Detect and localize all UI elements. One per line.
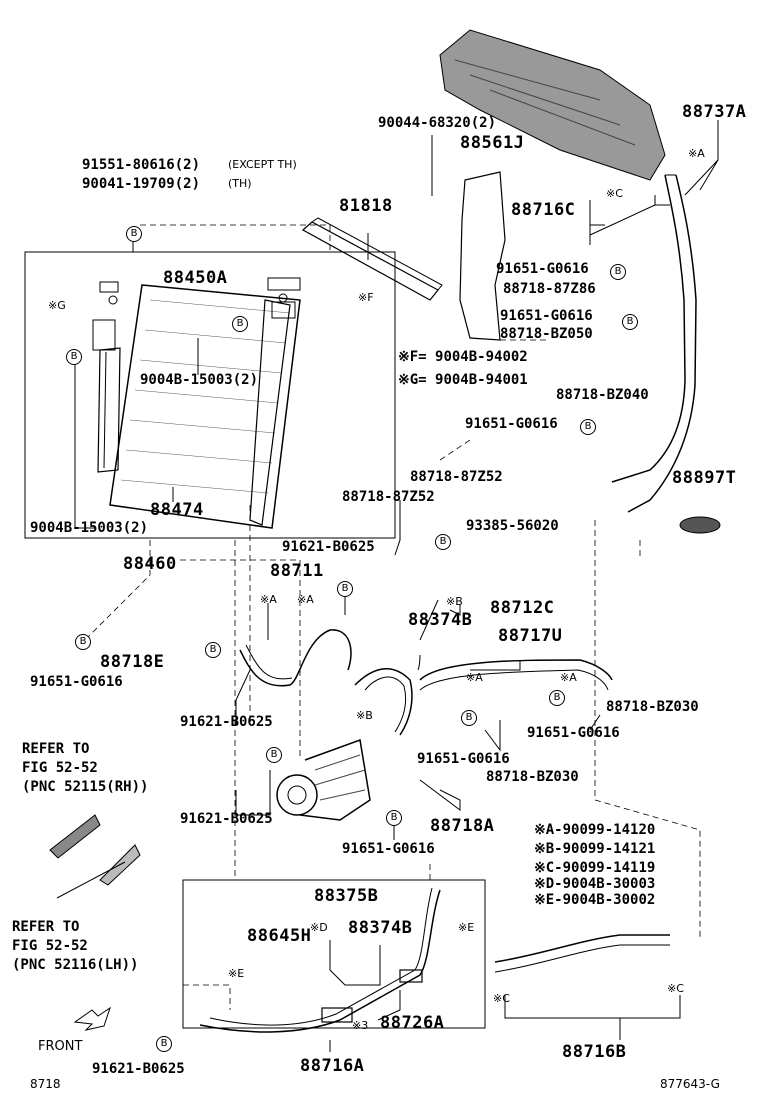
part-88718-BZ040: 88718-BZ040 xyxy=(556,387,649,403)
mark-A: ※A xyxy=(560,671,577,684)
part-91551-note: (EXCEPT TH) xyxy=(228,158,297,171)
tube-group-box xyxy=(182,879,486,1029)
part-93385-56020: 93385-56020 xyxy=(466,518,559,534)
part-91651-G0616-f: 91651-G0616 xyxy=(417,751,510,767)
def-E: ※E-9004B-30002 xyxy=(534,892,656,908)
part-88561J: 88561J xyxy=(460,133,525,153)
condenser-core xyxy=(109,284,301,529)
part-91651-G0616-a: 91651-G0616 xyxy=(496,261,589,277)
part-88718-87Z86: 88718-87Z86 xyxy=(503,281,596,297)
part-88717U: 88717U xyxy=(498,626,563,646)
mark-A: ※A xyxy=(466,671,483,684)
part-88716A: 88716A xyxy=(300,1056,365,1076)
part-88712C: 88712C xyxy=(490,598,555,618)
mark-B: ※B xyxy=(446,595,463,608)
circled-b-marker: B xyxy=(266,747,282,763)
circled-b-marker: B xyxy=(205,642,221,658)
mark-C: ※C xyxy=(493,992,510,1005)
part-91651-G0616-e: 91651-G0616 xyxy=(527,725,620,741)
part-88718-BZ050: 88718-BZ050 xyxy=(500,326,593,342)
def-A: ※A-90099-14120 xyxy=(534,822,656,838)
part-88374B-a: 88374B xyxy=(408,610,473,630)
refer-note-lh: REFER TO FIG 52-52 (PNC 52116(LH)) xyxy=(12,919,139,973)
circled-b-marker: B xyxy=(610,264,626,280)
part-90044-68320: 90044-68320(2) xyxy=(378,115,497,131)
part-9004B-15003-a: 9004B-15003(2) xyxy=(140,372,259,388)
part-91651-G0616-g: 91651-G0616 xyxy=(342,841,435,857)
part-81818: 81818 xyxy=(339,196,393,216)
def-B: ※B-90099-14121 xyxy=(534,841,656,857)
mark-C: ※C xyxy=(606,187,623,200)
part-88450A: 88450A xyxy=(163,268,228,288)
condenser-group-box xyxy=(24,251,396,539)
part-9004B-15003-b: 9004B-15003(2) xyxy=(30,520,149,536)
circled-b-marker: B xyxy=(435,534,451,550)
part-91651-G0616-d: 91651-G0616 xyxy=(30,674,123,690)
mark-E: ※E xyxy=(458,921,475,934)
part-91621-B0625-c: 91621-B0625 xyxy=(180,811,273,827)
part-88718A: 88718A xyxy=(430,816,495,836)
part-91621-B0625-d: 91621-B0625 xyxy=(92,1061,185,1077)
circled-b-marker: B xyxy=(75,634,91,650)
def-D: ※D-9004B-30003 xyxy=(534,876,656,892)
part-88716C: 88716C xyxy=(511,200,576,220)
figure-number: 8718 xyxy=(30,1077,61,1091)
part-88718-BZ030-a: 88718-BZ030 xyxy=(606,699,699,715)
circled-b-marker: B xyxy=(126,226,142,242)
circled-b-marker: B xyxy=(622,314,638,330)
front-label: FRONT xyxy=(38,1039,83,1054)
circled-b-marker: B xyxy=(156,1036,172,1052)
mark-3: ※3 xyxy=(352,1019,369,1032)
part-88718-BZ030-b: 88718-BZ030 xyxy=(486,769,579,785)
circled-b-marker: B xyxy=(386,810,402,826)
def-C: ※C-90099-14119 xyxy=(534,860,656,876)
part-88474: 88474 xyxy=(150,500,204,520)
part-88737A: 88737A xyxy=(682,102,747,122)
mark-G: ※G xyxy=(48,299,66,312)
circled-b-marker: B xyxy=(337,581,353,597)
part-90041-19709: 90041-19709(2) xyxy=(82,176,201,192)
part-88645H: 88645H xyxy=(247,926,312,946)
part-88718-87Z52-a: 88718-87Z52 xyxy=(410,469,503,485)
mark-D: ※D xyxy=(310,921,328,934)
circled-b-marker: B xyxy=(66,349,82,365)
part-90041-note: (TH) xyxy=(228,177,252,190)
part-88374B-b: 88374B xyxy=(348,918,413,938)
mark-E: ※E xyxy=(228,967,245,980)
circled-b-marker: B xyxy=(580,419,596,435)
part-88375B: 88375B xyxy=(314,886,379,906)
def-G: ※G= 9004B-94001 xyxy=(398,372,528,388)
circled-b-marker: B xyxy=(232,316,248,332)
figure-code: 877643-G xyxy=(660,1077,720,1091)
mark-C: ※C xyxy=(667,982,684,995)
part-88897T: 88897T xyxy=(672,468,737,488)
part-91551-80616: 91551-80616(2) xyxy=(82,157,201,173)
circled-b-marker: B xyxy=(549,690,565,706)
part-88711: 88711 xyxy=(270,561,324,581)
mark-F: ※F xyxy=(358,291,374,304)
part-88726A: 88726A xyxy=(380,1013,445,1033)
part-88460: 88460 xyxy=(123,554,177,574)
refer-note-rh: REFER TO FIG 52-52 (PNC 52115(RH)) xyxy=(22,741,149,795)
part-91621-B0625-a: 91621-B0625 xyxy=(282,539,375,555)
part-91621-B0625-b: 91621-B0625 xyxy=(180,714,273,730)
part-88716B: 88716B xyxy=(562,1042,627,1062)
mark-A: ※A xyxy=(260,593,277,606)
mark-B: ※B xyxy=(356,709,373,722)
part-88718-87Z52-b: 88718-87Z52 xyxy=(342,489,435,505)
part-91651-G0616-b: 91651-G0616 xyxy=(500,308,593,324)
mark-A: ※A xyxy=(297,593,314,606)
mark-A: ※A xyxy=(688,147,705,160)
circled-b-marker: B xyxy=(461,710,477,726)
part-88718E: 88718E xyxy=(100,652,165,672)
def-F: ※F= 9004B-94002 xyxy=(398,349,528,365)
part-91651-G0616-c: 91651-G0616 xyxy=(465,416,558,432)
